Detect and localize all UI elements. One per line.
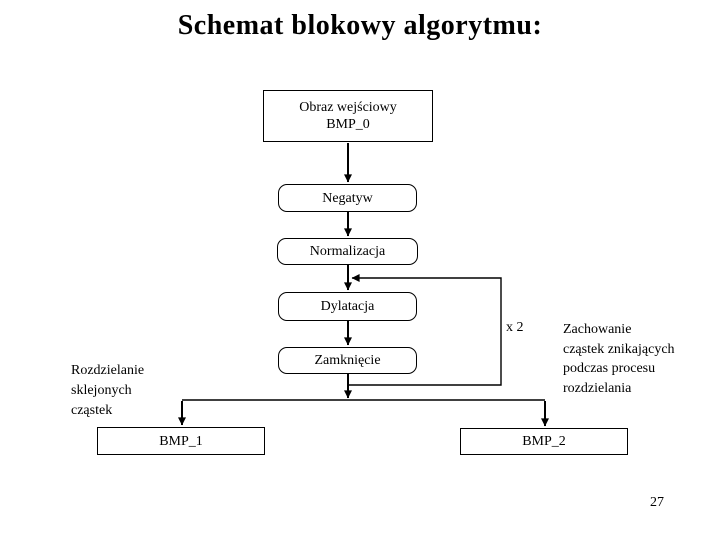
flow-node-normalizacja: Normalizacja <box>277 238 418 265</box>
flow-node-bmp2: BMP_2 <box>460 428 628 455</box>
flow-node-obraz-wejsciowy: Obraz wejściowy BMP_0 <box>263 90 433 142</box>
flow-node-zamkniecie: Zamknięcie <box>278 347 417 374</box>
annotation-rozdzielanie: Rozdzielanie sklejonych cząstek <box>71 363 145 418</box>
flow-node-bmp1: BMP_1 <box>97 427 265 455</box>
flow-node-dylatacja: Dylatacja <box>278 292 417 321</box>
slide-title: Schemat blokowy algorytmu: <box>177 10 543 41</box>
page-number: 27 <box>650 495 664 510</box>
annotation-zachowanie: Zachowanie cząstek znikających podczas p… <box>563 322 675 396</box>
flow-node-negatyw: Negatyw <box>278 184 417 212</box>
loop-iteration-label: x 2 <box>506 320 524 335</box>
